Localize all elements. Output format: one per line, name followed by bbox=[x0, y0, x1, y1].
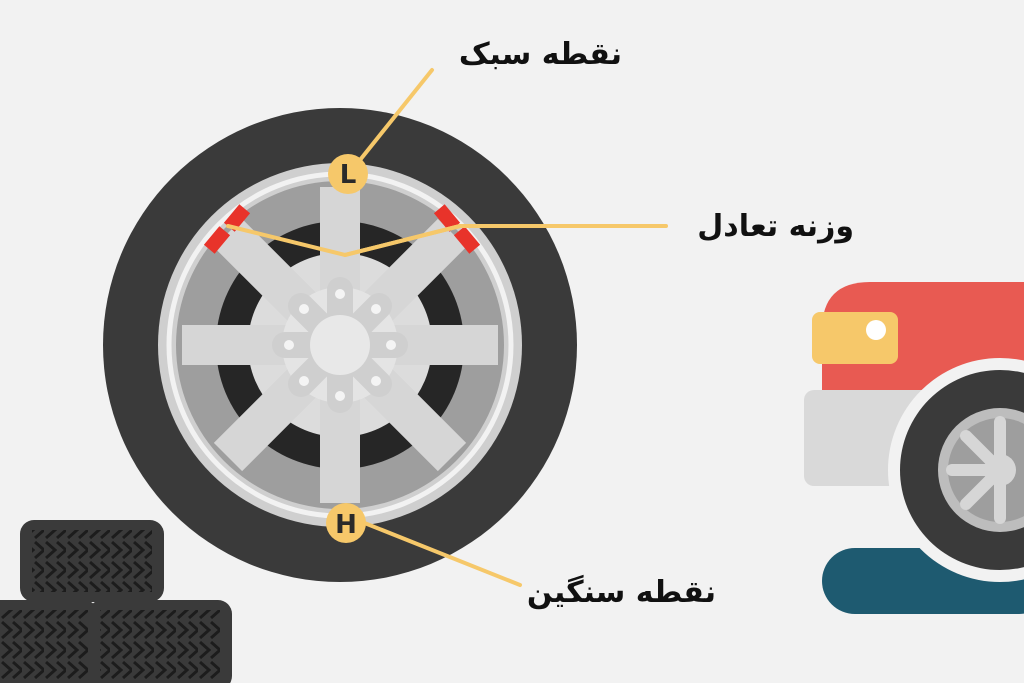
heavy-point-label: نقطه سنگین bbox=[526, 575, 716, 610]
balance-weight-right bbox=[433, 204, 481, 254]
heavy-point-marker: H bbox=[326, 503, 366, 543]
headlight-icon bbox=[812, 312, 898, 364]
light-point-marker: L bbox=[328, 154, 368, 194]
hub bbox=[272, 277, 408, 413]
leader-lines bbox=[226, 68, 668, 587]
heavy-marker-letter: H bbox=[335, 510, 357, 540]
wheel bbox=[103, 108, 577, 582]
tire-stack-icon bbox=[0, 520, 232, 683]
light-marker-letter: L bbox=[340, 160, 357, 190]
balance-weight-label: وزنه تعادل bbox=[697, 209, 854, 244]
car-front-icon bbox=[804, 282, 1024, 614]
light-point-label: نقطه سبک bbox=[458, 37, 622, 72]
